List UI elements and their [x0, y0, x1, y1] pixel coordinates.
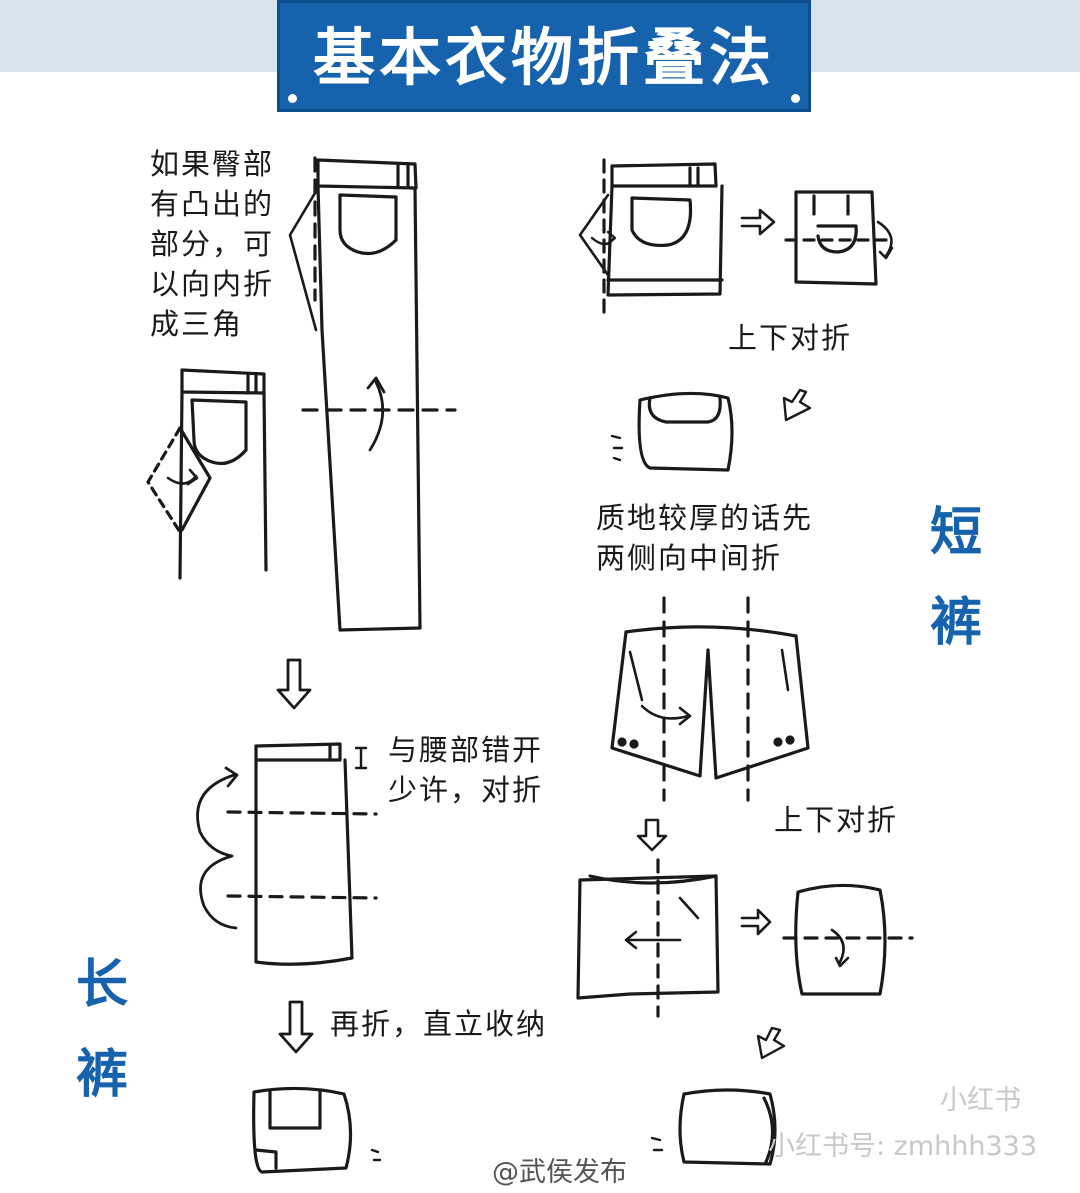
arrow-diag-1	[782, 388, 812, 422]
shorts-wide-illustration	[610, 596, 810, 802]
shorts-label-2: 裤	[929, 593, 982, 653]
watermark-logo: 小红书	[940, 1085, 1021, 1116]
shorts-half-fold-instruction-2: 上下对折	[774, 803, 899, 837]
shorts-label-1: 短	[929, 503, 982, 563]
shorts-flat-illustration	[578, 158, 724, 314]
shorts-folded-in-illustration	[576, 858, 720, 1018]
arrow-right-1	[740, 208, 776, 236]
shorts-final-fold-illustration	[782, 883, 914, 996]
long-pants-label-1: 长	[75, 955, 128, 1015]
store-instruction: 再折，直立收纳	[330, 1007, 548, 1041]
jeans-small-illustration	[146, 368, 268, 580]
banner-dot-right	[791, 94, 800, 103]
page-title: 基本衣物折叠法	[312, 21, 775, 94]
shorts-stored-illustration	[650, 1088, 777, 1166]
arrow-right-2	[740, 908, 772, 936]
watermark-id: 小红书号: zmhhh333	[768, 1131, 1038, 1162]
weibo-credit: @武侯发布	[492, 1157, 627, 1188]
jeans-leg-illustration	[288, 156, 457, 632]
arrow-diag-2	[756, 1026, 786, 1060]
long-pants-label-2: 裤	[75, 1045, 128, 1105]
long-pants-label: 长 裤	[72, 940, 132, 1120]
arrow-down-2	[278, 1000, 314, 1054]
shorts-label: 短 裤	[926, 488, 986, 668]
offset-fold-instruction: 与腰部错开 少许，对折	[388, 733, 544, 807]
arrow-down-1	[276, 658, 312, 710]
shorts-half-illustration	[784, 190, 894, 286]
title-banner: 基本衣物折叠法	[277, 0, 811, 112]
shorts-rolled-illustration	[610, 391, 734, 472]
shorts-half-fold-instruction-1: 上下对折	[728, 321, 853, 355]
banner-dot-left	[288, 94, 297, 103]
pants-stored-illustration	[252, 1086, 382, 1174]
pants-folded-illustration	[196, 742, 378, 966]
thick-fabric-instruction: 质地较厚的话先 两侧向中间折	[596, 501, 814, 575]
hip-fold-instruction: 如果臀部 有凸出的 部分，可 以向内折 成三角	[150, 147, 275, 341]
arrow-down-3	[636, 818, 668, 852]
